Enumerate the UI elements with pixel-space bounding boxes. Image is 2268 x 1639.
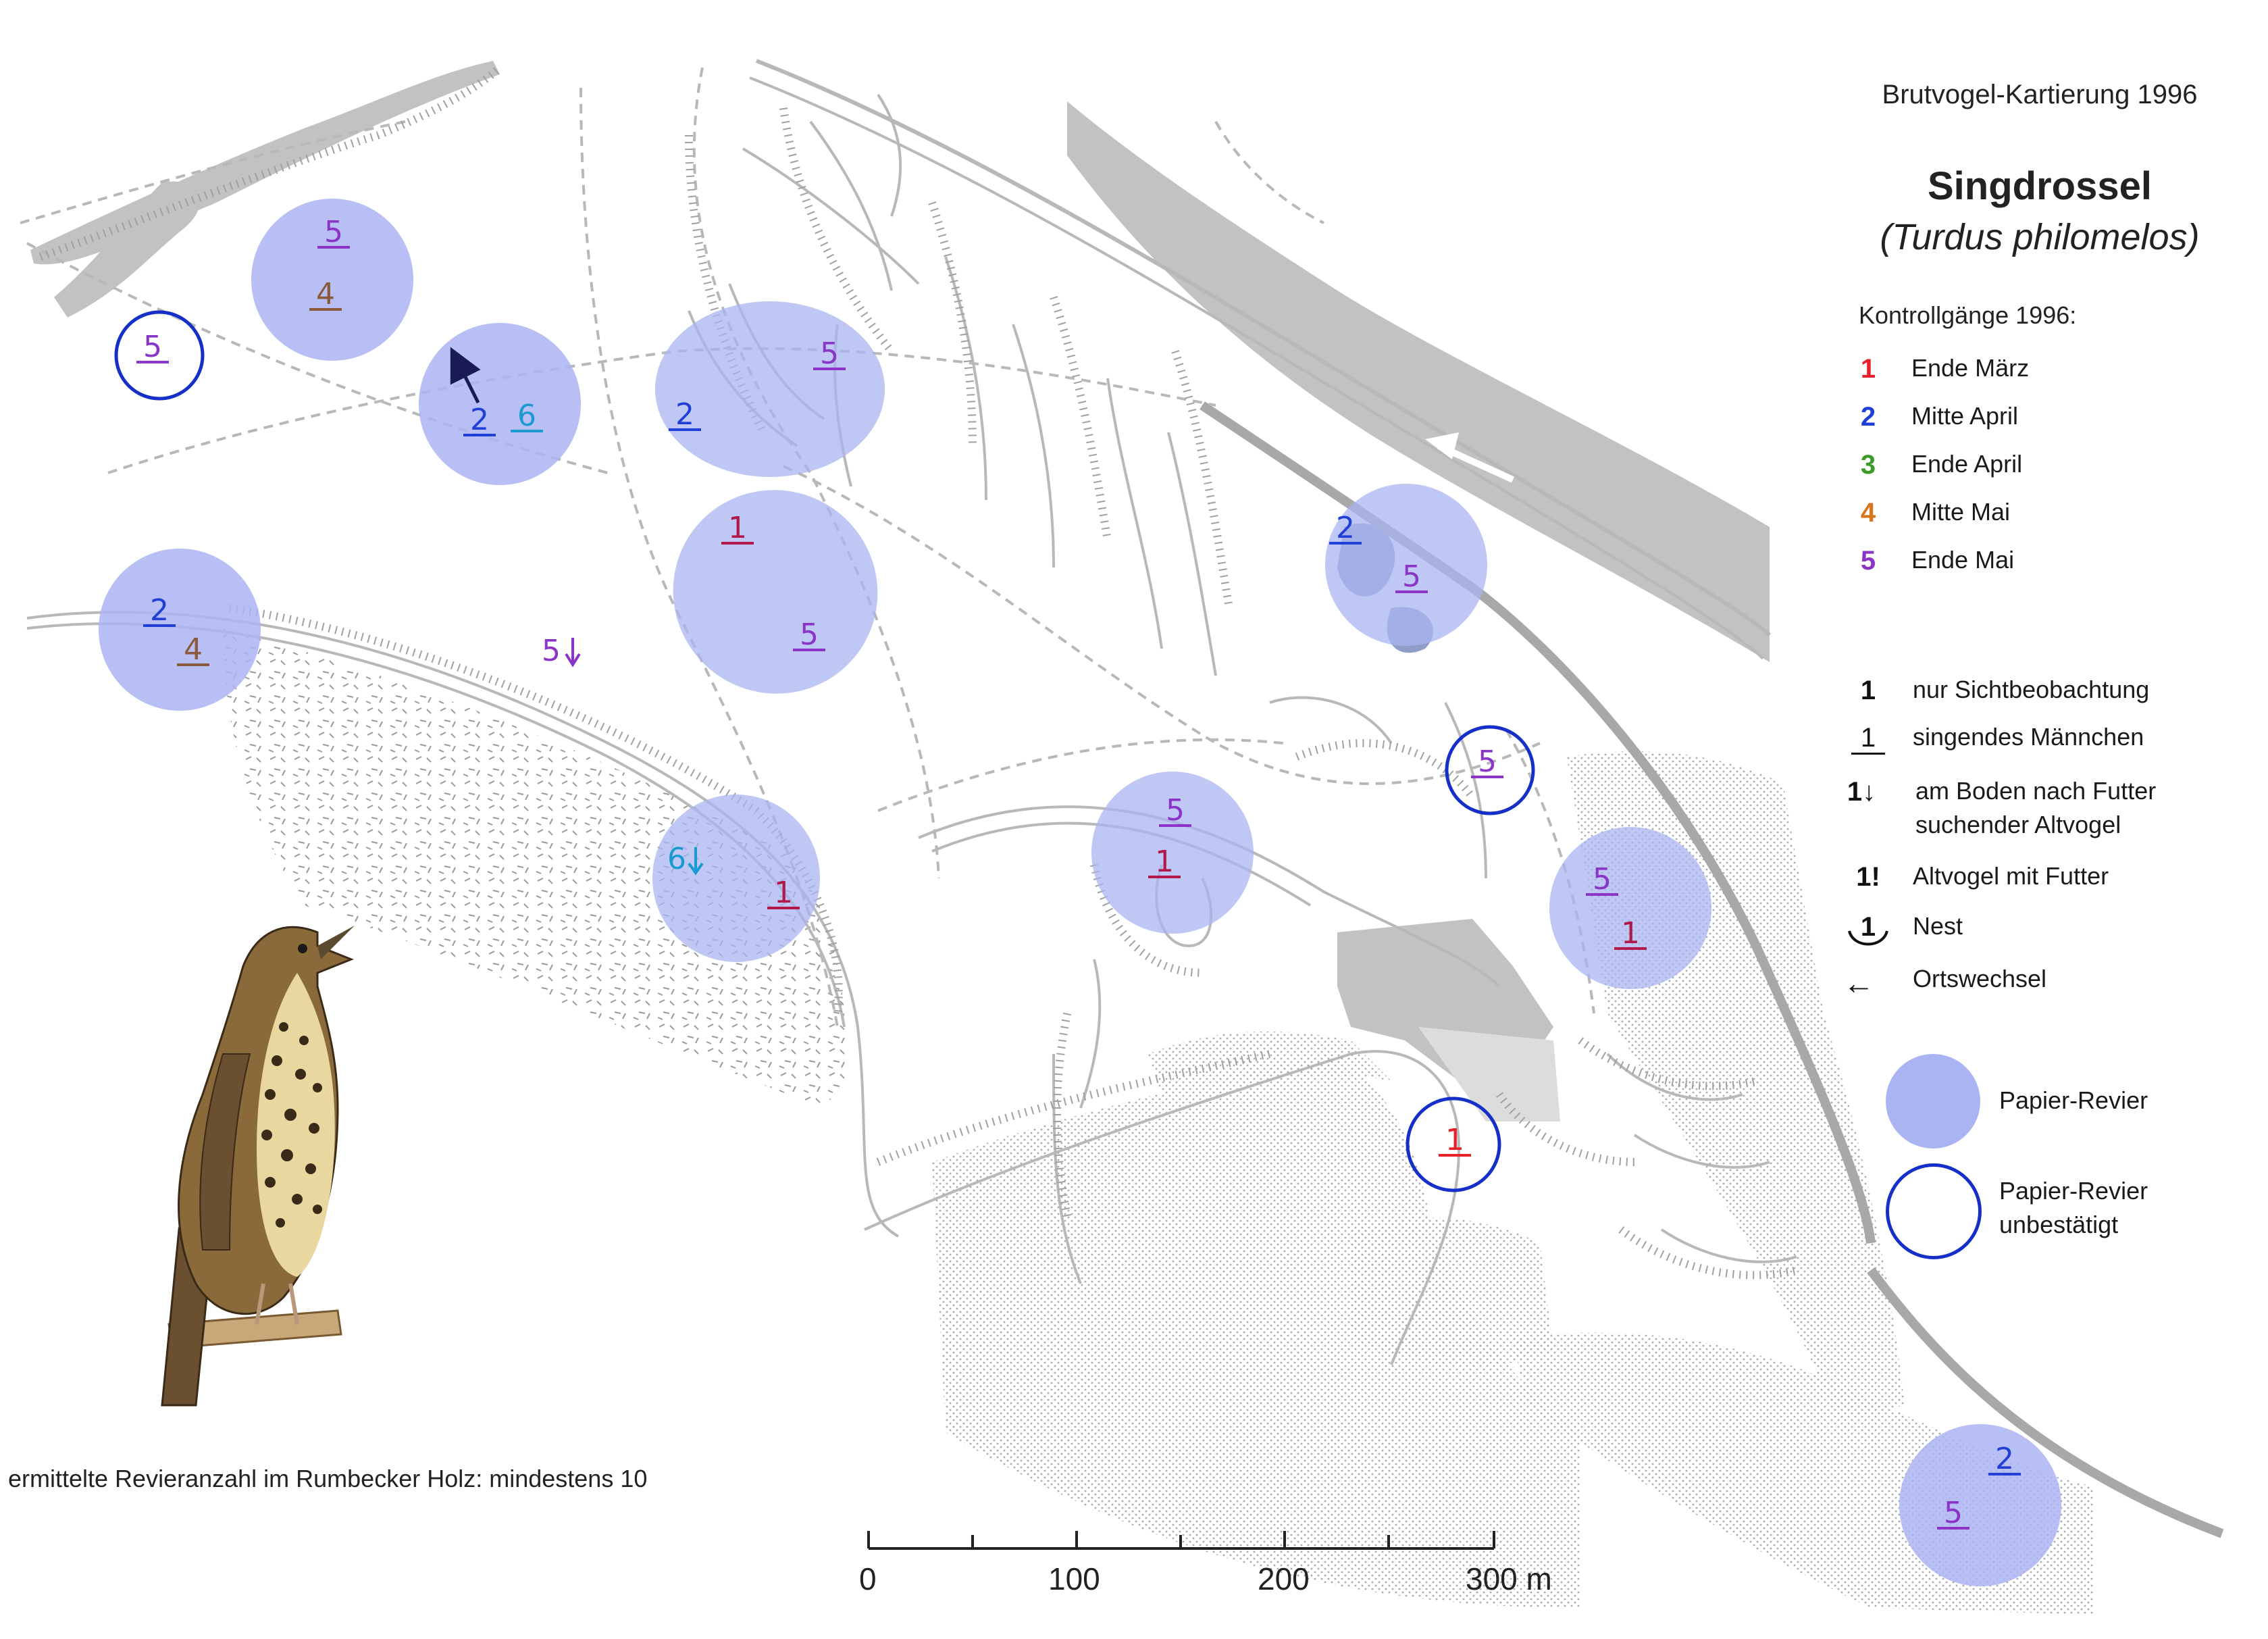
obs-label: 1 (728, 511, 747, 545)
visit-label: Mitte April (1911, 402, 2019, 430)
species-name: Singdrossel (1928, 164, 2152, 208)
scale-label: 100 (1048, 1561, 1100, 1596)
territory-unconfirmed-label: Papier-Revier (1999, 1177, 2148, 1205)
territory-8 (1325, 484, 1487, 646)
symbol-text: 1 (1851, 723, 1886, 755)
obs-label: 5 (820, 336, 839, 371)
slope-hatching (38, 64, 1798, 1280)
obs-label: 1 (1155, 844, 1174, 879)
symbol-text: 1 (1847, 777, 1863, 807)
territory-unconfirmed-3 (1406, 1096, 1501, 1192)
plain-number-icon: 1 (1860, 676, 1876, 705)
visit-number: 4 (1860, 498, 1876, 528)
movement-arrow (450, 347, 481, 404)
territory-swatch-icon (1886, 1054, 1980, 1149)
territory-6 (652, 795, 820, 962)
territory-2 (419, 323, 581, 485)
obs-label: 5 (1478, 745, 1497, 779)
song-thrush-illustration (161, 926, 355, 1407)
nest-arc-icon: 1 (1848, 912, 1888, 946)
down-arrow-icon (688, 847, 704, 876)
species-latin: (Turdus philomelos) (1880, 217, 2200, 257)
territory-unconfirmed-label-2: unbestätigt (1999, 1211, 2119, 1238)
obs-label: 1 (1621, 916, 1640, 951)
legend-panel: Brutvogel-Kartierung 1996 Singdrossel (T… (1837, 0, 2256, 1284)
territory-10 (1899, 1424, 2061, 1586)
territory-unconfirmed-1 (114, 310, 205, 401)
territory-label: Papier-Revier (1999, 1086, 2148, 1114)
visit-number: 1 (1860, 354, 1876, 384)
nest-arc-shape (1848, 930, 1888, 946)
obs-label: 4 (184, 632, 203, 667)
obs-label: 5 (800, 617, 819, 652)
scale-label: 0 (859, 1561, 877, 1596)
visit-number: 2 (1860, 402, 1876, 432)
obs-label: 4 (316, 277, 335, 311)
obs-label: 5 (1166, 793, 1185, 828)
scale-label: 300 m (1466, 1561, 1552, 1596)
territory-unconfirmed-2 (1445, 725, 1535, 815)
underlined-number-icon: 1 (1848, 723, 1888, 755)
obs-label: 2 (1336, 511, 1355, 545)
symbol-label: Nest (1913, 912, 1963, 940)
territory-9 (1549, 827, 1711, 989)
visit-label: Ende März (1911, 354, 2030, 382)
obs-label: 5 (1944, 1496, 1963, 1530)
obs-label: 6 (517, 399, 536, 433)
obs-label: 5 (324, 215, 343, 249)
territory-3 (655, 301, 885, 477)
obs-label: 5 (1402, 559, 1421, 594)
obs-label: 5 (143, 330, 162, 364)
territory-1 (251, 199, 413, 361)
survey-title: Brutvogel-Kartierung 1996 (1882, 80, 2198, 109)
exclamation-icon: 1! (1856, 862, 1880, 892)
symbol-label: singendes Männchen (1913, 723, 2144, 751)
unconfirmed-swatch-icon (1886, 1163, 1982, 1259)
obs-label: 1 (1445, 1123, 1464, 1157)
scale-label: 200 (1258, 1561, 1310, 1596)
left-arrow-icon: ← (1843, 965, 1874, 1001)
symbol-label: Ortswechsel (1913, 965, 2047, 992)
territory-5 (99, 549, 261, 711)
river-flow-arrow (1425, 432, 1515, 483)
observation-labels: 5 4 5 2 6 2 5 1 5 2 4 6 1 5 1 2 5 5 (136, 215, 2021, 1530)
down-arrow-icon: 1↓ (1847, 777, 1876, 807)
territory-7 (1091, 772, 1254, 934)
obs-label: 2 (150, 593, 169, 628)
visit-number: 5 (1860, 546, 1876, 576)
symbol-label: Altvogel mit Futter (1913, 862, 2109, 890)
obs-label: 2 (675, 397, 694, 432)
visits-title: Kontrollgänge 1996: (1859, 301, 2077, 329)
obs-label: 6 (667, 842, 686, 876)
territory-count-note: ermittelte Revieranzahl im Rumbecker Hol… (8, 1465, 648, 1492)
symbol-label: am Boden nach Futter (1915, 777, 2157, 805)
symbol-label: nur Sichtbeobachtung (1913, 676, 2150, 703)
scale-bar (867, 1531, 1495, 1550)
obs-label: 5 (1593, 862, 1612, 897)
obs-label: 1 (774, 876, 793, 910)
symbol-label-2: suchender Altvogel (1915, 811, 2121, 838)
down-arrow-icon (565, 638, 581, 667)
territory-circles (99, 199, 2061, 1586)
visit-label: Ende Mai (1911, 546, 2015, 574)
territory-4 (673, 490, 878, 694)
obs-label: 2 (1995, 1442, 2014, 1476)
loose-obs-label: 5 (542, 634, 561, 668)
symbol-text: 1 (1860, 912, 1876, 942)
visit-label: Ende April (1911, 450, 2023, 478)
visit-number: 3 (1860, 450, 1876, 480)
visit-label: Mitte Mai (1911, 498, 2011, 526)
obs-label: 2 (470, 403, 489, 437)
